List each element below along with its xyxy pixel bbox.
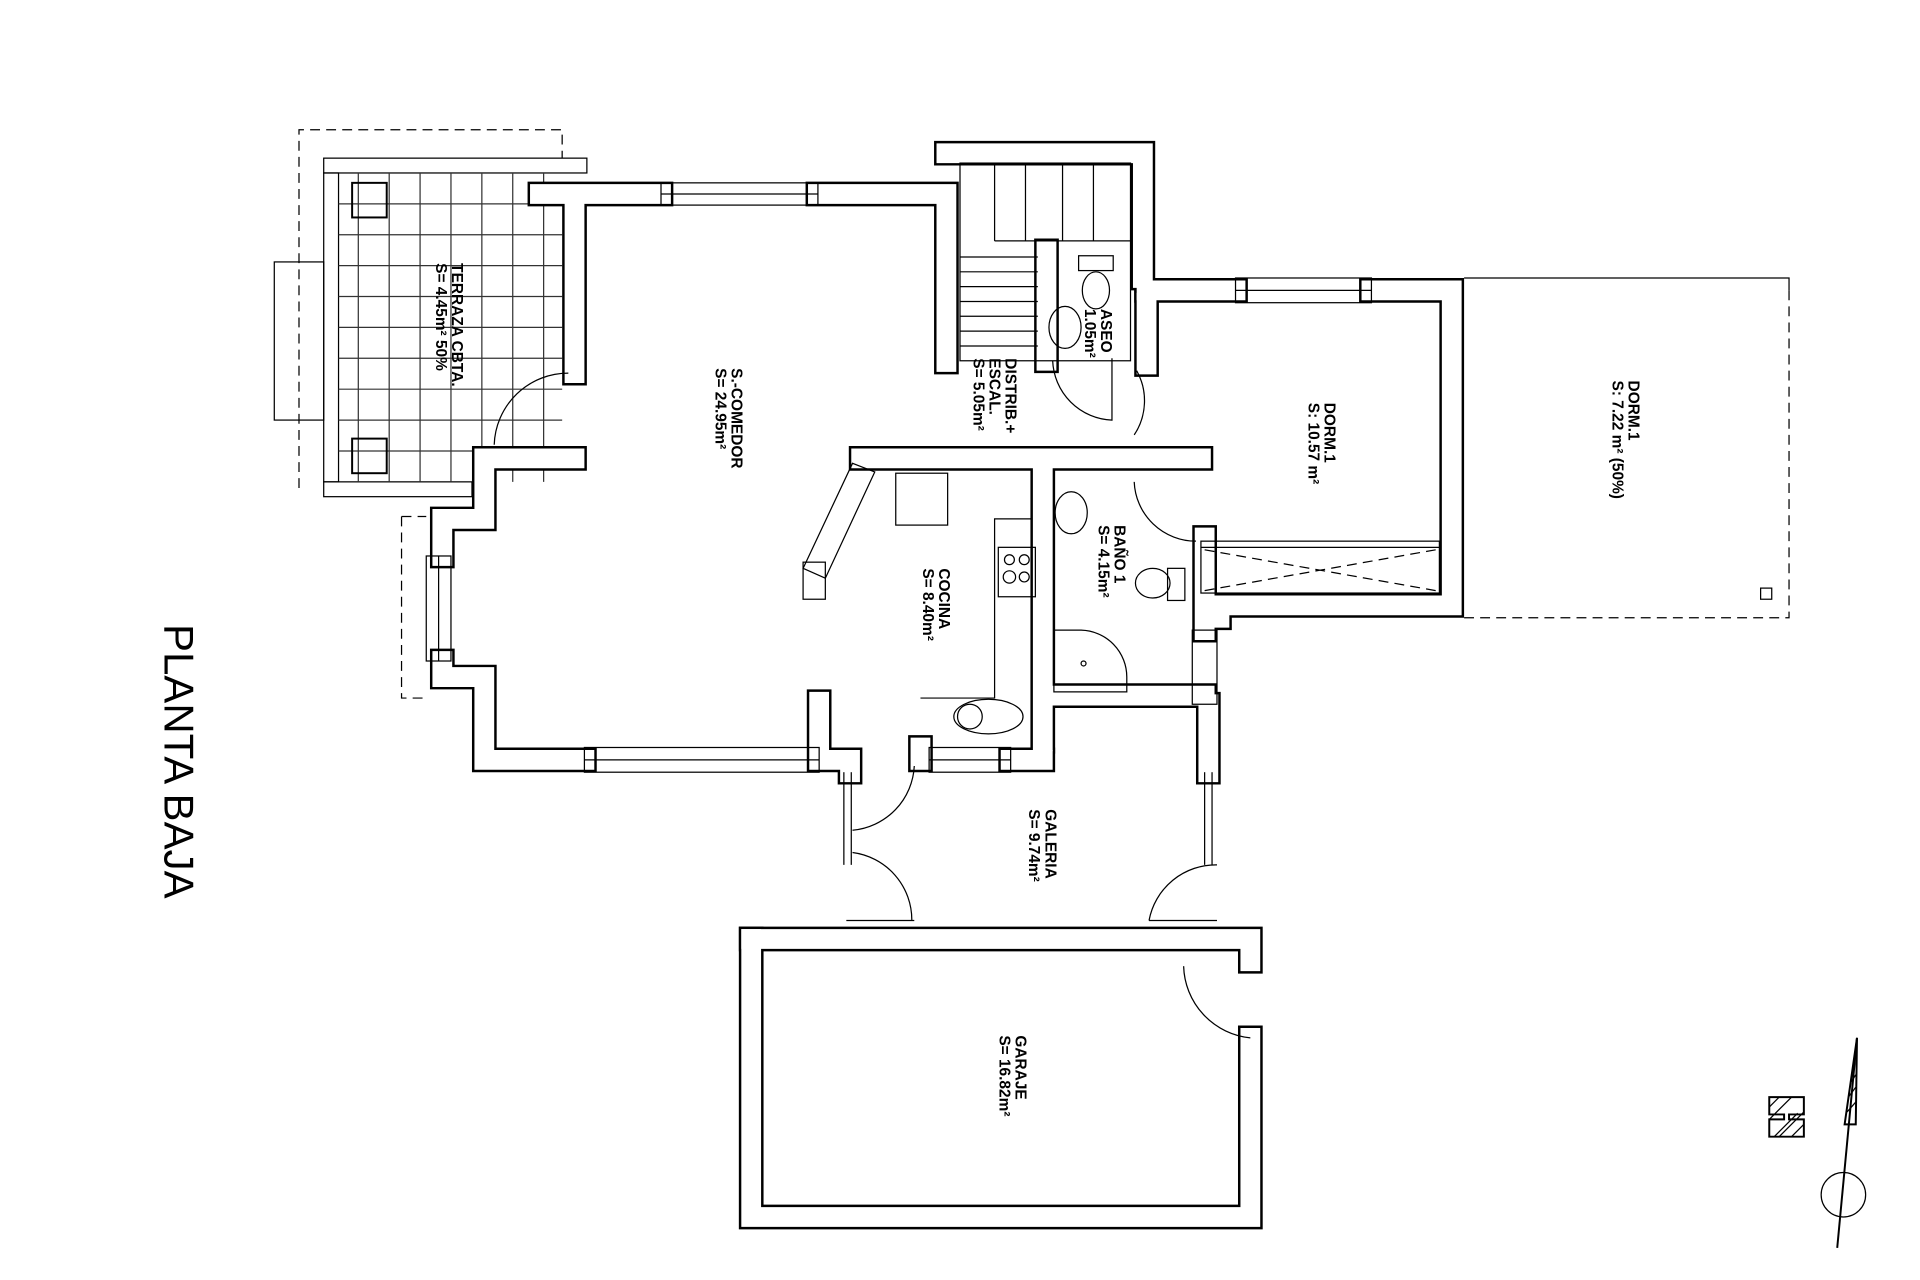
kitchen-sink	[953, 698, 1024, 735]
fixtures	[802, 255, 1186, 735]
bath-toilet	[1134, 567, 1171, 599]
north-arrow-icon	[1820, 1037, 1867, 1248]
plan-title: PLANTA BAJA	[155, 624, 202, 899]
room-label-comedor: S.-COMEDORS= 24.95m²	[711, 368, 744, 468]
staircase	[959, 162, 1132, 362]
wall	[805, 181, 959, 375]
logo-block-icon	[1768, 1096, 1805, 1138]
aseo-sink	[1048, 305, 1082, 350]
room-label-cocina: COCINAS= 8.40m²	[919, 568, 952, 641]
bath-sink	[1054, 491, 1088, 535]
stove-icon	[997, 546, 1036, 598]
room-label-distrib: DISTRIB.+ESCAL.S= 5.05m²	[970, 358, 1019, 433]
room-label-bano: BAÑO 1S= 4.15m²	[1094, 525, 1128, 598]
aseo-toilet	[1081, 271, 1111, 310]
room-label-garaje: GARAJES= 16.82m²	[996, 1035, 1029, 1116]
fridge	[895, 472, 949, 526]
pillar	[351, 181, 388, 219]
wall-fill	[741, 929, 1261, 972]
shower	[1053, 629, 1128, 693]
wall-fill	[809, 691, 860, 783]
room-label-terraza: TERRAZA CBTA.S= 4.45m² 50%	[432, 263, 465, 387]
wall-fill	[936, 143, 1153, 288]
wall-fill	[808, 184, 957, 372]
room-label-aseo: ASEO1.05m²	[1081, 309, 1114, 358]
windows	[425, 182, 1373, 922]
doors	[493, 358, 1251, 1039]
wall-fill	[741, 929, 1261, 1227]
pillar	[351, 437, 388, 475]
dorm-50-area	[1464, 277, 1790, 619]
wall-fill	[432, 651, 595, 770]
wall	[429, 446, 587, 569]
room-label-galeria: GALERIAS= 9.74m²	[1025, 809, 1058, 882]
wall-fill	[432, 448, 585, 566]
room-label-dorm1-50: DORM.1S: 7.22 m² (50%)	[1608, 381, 1641, 499]
room-label-dorm1: DORM.1S: 10.57 m²	[1304, 403, 1337, 485]
room-labels: TERRAZA CBTA.S= 4.45m² 50% S.-COMEDORS= …	[432, 263, 1641, 1116]
terrace-area	[273, 129, 588, 699]
wardrobe	[1200, 540, 1440, 594]
wall-fill	[1209, 280, 1462, 628]
walls	[429, 140, 1465, 1230]
